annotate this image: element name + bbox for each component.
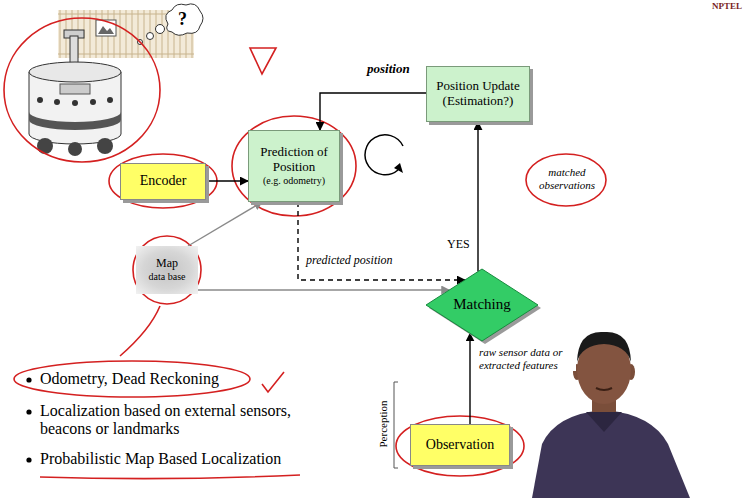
- process-box: Position Update (Estimation?): [426, 66, 530, 122]
- perception-bracket: [394, 382, 398, 468]
- flow-arrow: [469, 333, 470, 424]
- annotation-circle: [526, 154, 606, 206]
- wall-picture: [96, 20, 116, 36]
- dashed-arrow: [298, 202, 465, 280]
- database-box: Mapdata base: [136, 246, 198, 294]
- node-text: Matching: [453, 296, 511, 313]
- node-text: Encoder: [140, 173, 187, 189]
- node-text: Prediction of Position: [253, 145, 335, 175]
- edge-label: position: [366, 62, 411, 77]
- cycle-arrow: [365, 135, 403, 175]
- annotation-circle: [109, 154, 217, 208]
- feedback-arrow: [320, 93, 426, 130]
- robot-wheel: [68, 142, 82, 156]
- presenter-body: [532, 410, 690, 498]
- robot-body: [29, 72, 121, 144]
- thought-bubble: [156, 25, 165, 34]
- bullet-dot: [26, 457, 31, 462]
- annotation-check: [262, 372, 284, 392]
- bullet-text: Odometry, Dead Reckoning: [40, 370, 219, 388]
- bullet-text: Localization based on external sensors, …: [40, 402, 340, 439]
- bullet-text: Probabilistic Map Based Localization: [40, 450, 281, 468]
- robot-panel: [60, 84, 90, 94]
- annotation-underline: [40, 475, 300, 479]
- robot-wheel: [97, 138, 113, 154]
- presenter-mouth: [596, 388, 612, 390]
- annotation-circle: [232, 116, 356, 216]
- edge-label: YES: [446, 238, 471, 252]
- sensor-box: Observation: [410, 424, 510, 466]
- annotation-circle: [396, 416, 524, 476]
- bullet-dot: [26, 409, 31, 414]
- annotation-triangle: [250, 48, 276, 74]
- thought-symbol: ?: [178, 9, 187, 30]
- node-text: Position Update (Estimation?): [431, 79, 525, 109]
- annotation-stroke: [120, 306, 160, 356]
- robot-sonar: [37, 97, 43, 103]
- bullet-dot: [26, 377, 31, 382]
- robot-sonar: [90, 99, 96, 105]
- map-arrow: [198, 289, 449, 290]
- diamond-shape: [426, 269, 538, 341]
- node-text: Observation: [426, 437, 494, 453]
- node-text: Map: [156, 257, 178, 271]
- flow-arrow: [477, 122, 478, 272]
- decision-diamond: Matching: [426, 269, 538, 341]
- thought-bubble: [147, 33, 154, 40]
- annotation-circle: [14, 361, 250, 397]
- node-text: data base: [149, 271, 186, 283]
- cycle-arrow-head: [394, 163, 403, 173]
- robot-sonar: [54, 99, 60, 105]
- robot-sonar: [107, 97, 113, 103]
- presenter-collar: [586, 412, 622, 432]
- node-text: (e.g. odometry): [263, 175, 325, 187]
- sensor-box: Encoder: [120, 163, 206, 200]
- process-box: Prediction of Position(e.g. odometry): [248, 130, 340, 202]
- annotation-circle: [4, 18, 160, 162]
- robot-top: [29, 62, 121, 82]
- robot-sonar: [72, 100, 78, 106]
- annotation-note: matched observations: [536, 166, 598, 191]
- logo-text: NPTEL: [712, 1, 742, 11]
- presenter-hair: [577, 332, 631, 362]
- robot-wheel: [37, 138, 53, 154]
- edge-label: predicted position: [305, 254, 394, 268]
- map-arrow: [188, 202, 262, 246]
- flow-arrow: [206, 180, 248, 181]
- annotation-circle: [133, 236, 201, 304]
- side-label: Perception: [377, 400, 390, 447]
- edge-label: raw sensor data or extracted features: [478, 346, 576, 371]
- wall-picture-mountain: [98, 26, 114, 34]
- thought-cloud: [166, 4, 203, 35]
- robot-bumper: [29, 112, 121, 130]
